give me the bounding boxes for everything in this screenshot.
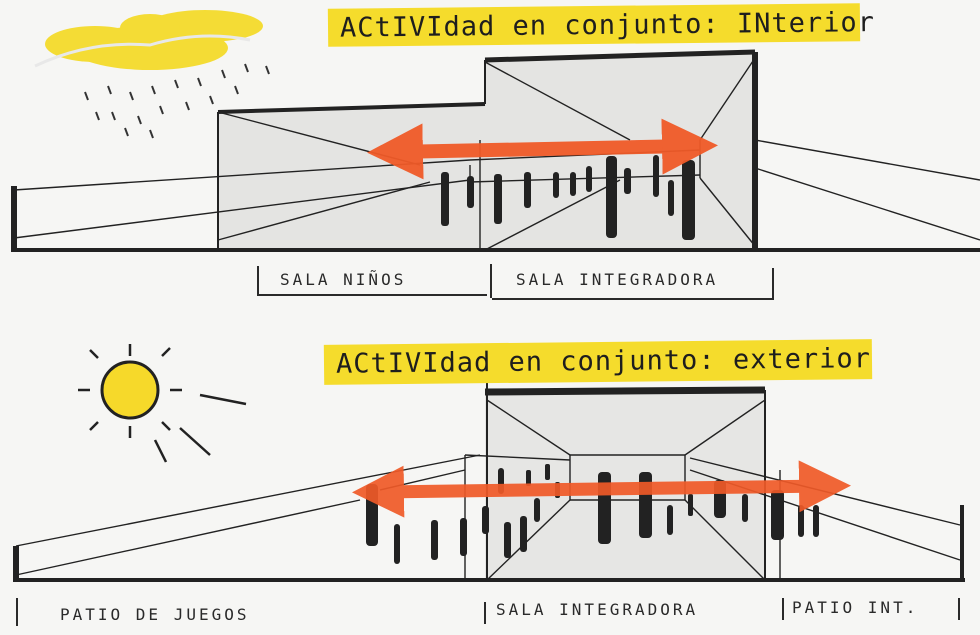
exterior-activity-arrow bbox=[352, 460, 851, 518]
label-sala-integradora-bottom: SALA INTEGRADORA bbox=[496, 600, 699, 619]
exterior-activity-title: ACtIVIdad en conjunto: exterior bbox=[323, 339, 873, 385]
label-divider bbox=[958, 598, 960, 620]
label-divider bbox=[257, 266, 259, 296]
label-divider bbox=[16, 598, 18, 626]
label-divider bbox=[490, 264, 492, 298]
sun-icon bbox=[78, 344, 247, 463]
rain-cloud-icon bbox=[34, 10, 270, 139]
label-divider bbox=[772, 268, 774, 298]
interior-activity-title: ACtIVIdad en conjunto: INterior bbox=[327, 3, 875, 47]
label-patio-int: PATIO INT. bbox=[792, 598, 919, 617]
interior-activity-arrow bbox=[367, 118, 718, 180]
label-patio-de-juegos: PATIO DE JUEGOS bbox=[60, 605, 250, 624]
label-baseline bbox=[257, 294, 487, 296]
label-sala-ninos: SALA NIÑOS bbox=[280, 270, 407, 289]
label-sala-integradora-top: SALA INTEGRADORA bbox=[516, 270, 719, 289]
label-divider bbox=[782, 598, 784, 620]
label-divider bbox=[484, 602, 486, 624]
label-baseline bbox=[492, 298, 774, 300]
